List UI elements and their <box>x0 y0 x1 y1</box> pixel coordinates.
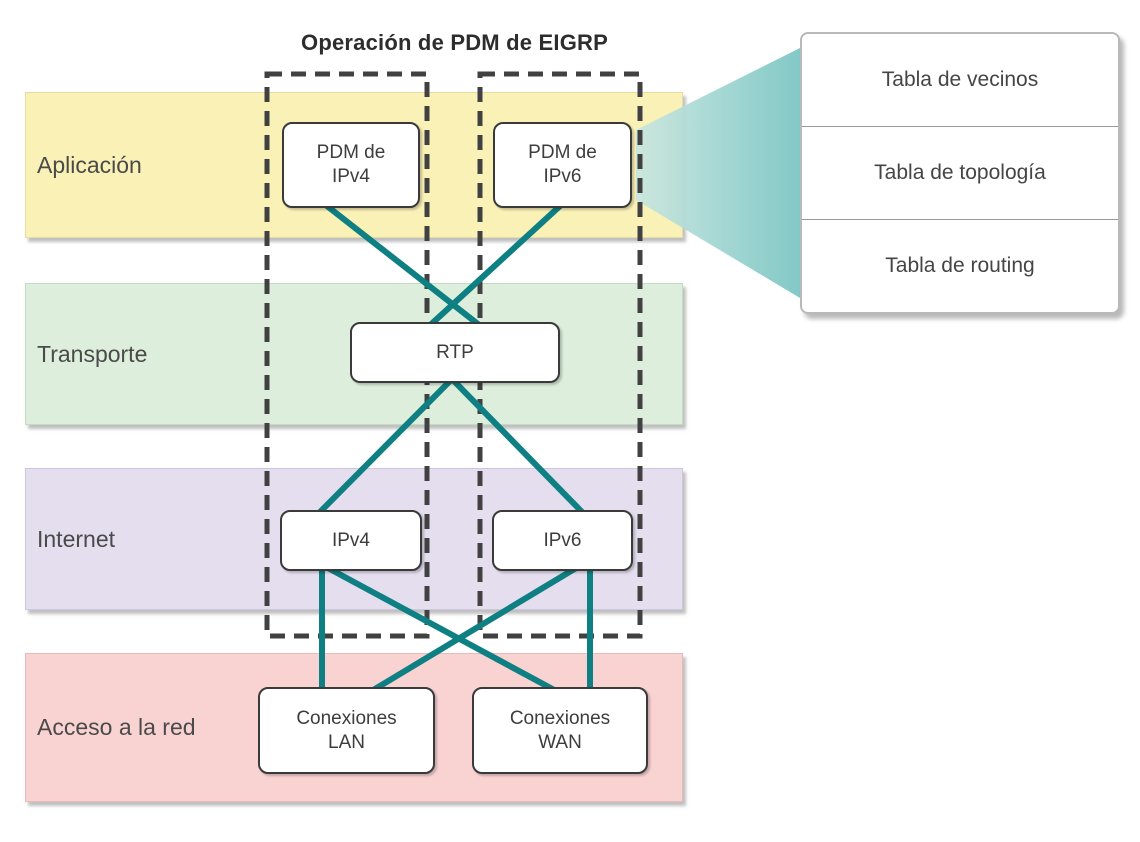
node-label-line: IPv4 <box>331 166 371 187</box>
node-ipv6: IPv6 <box>492 510 633 571</box>
layer-label: Internet <box>37 525 115 552</box>
line-ipv6-to-lan <box>368 565 578 695</box>
node-label-line: Conexiones <box>509 707 611 729</box>
line-rtp-to-ipv4 <box>315 376 455 517</box>
node-label-line: WAN <box>538 731 582 753</box>
connection-lines <box>315 203 593 695</box>
layer-label: Aplicación <box>37 151 142 178</box>
line-pdm-ipv6-to-rtp <box>424 203 563 331</box>
node-label-line: IPv4 <box>331 529 371 551</box>
node-label-line: RTP <box>436 341 474 363</box>
node-conexiones-lan: Conexiones LAN <box>258 687 435 774</box>
diagram-title: Operación de PDM de EIGRP <box>301 30 608 55</box>
node-conexiones-wan: Conexiones WAN <box>472 687 648 774</box>
callout-row-vecinos: Tabla de vecinos <box>802 34 1118 127</box>
node-label-line: IPv6 <box>543 166 582 187</box>
callout-funnel-shape <box>636 48 800 298</box>
node-label-line: IPv6 <box>543 529 582 551</box>
line-pdm-ipv4-to-rtp <box>325 203 485 331</box>
node-rtp: RTP <box>350 322 560 383</box>
node-label-line: Conexiones <box>296 707 397 729</box>
node-pdm-ipv4: PDM de IPv4 <box>282 122 420 208</box>
line-rtp-to-ipv6 <box>449 376 587 517</box>
node-ipv4: IPv4 <box>280 510 422 571</box>
callout-row-topologia: Tabla de topología <box>802 127 1118 220</box>
eigrp-tables-callout: Tabla de vecinos Tabla de topología Tabl… <box>800 32 1120 314</box>
callout-row-routing: Tabla de routing <box>885 254 1035 277</box>
node-pdm-ipv6: PDM de IPv6 <box>493 122 632 208</box>
node-label-line: PDM de <box>528 142 597 164</box>
node-label-line: PDM de <box>316 142 386 164</box>
line-ipv4-to-wan <box>326 565 560 695</box>
node-label-line: LAN <box>328 731 365 753</box>
layer-label: Transporte <box>37 340 148 367</box>
layer-label: Acceso a la red <box>37 714 196 740</box>
